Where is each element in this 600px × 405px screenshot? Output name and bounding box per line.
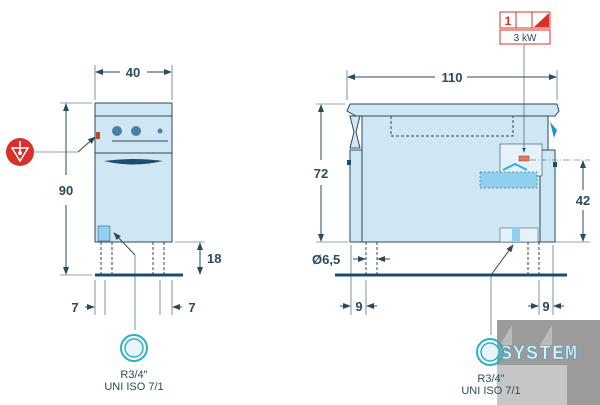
side-lid bbox=[346, 103, 560, 117]
power-rating: 3 kW bbox=[514, 33, 537, 44]
front-right-offset-dim: 7 bbox=[188, 300, 195, 315]
phase-icon bbox=[534, 13, 549, 27]
front-connection-thread: R3/4" bbox=[120, 369, 147, 381]
side-connection-thread: R3/4" bbox=[477, 373, 504, 385]
front-height-dim: 90 bbox=[59, 183, 73, 198]
heater-element bbox=[518, 155, 530, 162]
svg-text:SYSTEM: SYSTEM bbox=[500, 343, 578, 366]
leg-height-dim: 18 bbox=[207, 251, 221, 266]
equipotential-icon bbox=[6, 138, 34, 166]
side-connection-standard: UNI ISO 7/1 bbox=[461, 385, 520, 397]
side-water-connection-icon bbox=[476, 338, 504, 366]
front-width-dim: 40 bbox=[126, 65, 140, 80]
water-connection-icon bbox=[120, 334, 148, 362]
door-handle bbox=[104, 159, 163, 165]
power-label: 1 3 kW bbox=[499, 11, 551, 45]
phase-count: 1 bbox=[505, 14, 512, 28]
side-width-dim: 110 bbox=[442, 70, 463, 85]
inlet-height-dim: 42 bbox=[576, 193, 590, 208]
front-body bbox=[94, 102, 173, 243]
side-height-dim: 72 bbox=[314, 166, 328, 181]
system-watermark-logo: SYSTEM bbox=[497, 320, 600, 405]
side-right-offset-dim: 9 bbox=[542, 299, 549, 314]
water-tank bbox=[479, 171, 538, 189]
front-view: 40 90 18 7 7 R3/4" UNI ISO 7/1 bbox=[6, 65, 221, 393]
electrical-connection-marker bbox=[96, 132, 100, 139]
side-view: 110 72 42 Ø6,5 9 9 1 3 kW R3/4" UNI ISO … bbox=[312, 11, 590, 397]
side-left-offset-dim: 9 bbox=[355, 299, 362, 314]
indicator-light-icon bbox=[157, 128, 163, 134]
front-connection-standard: UNI ISO 7/1 bbox=[104, 381, 163, 393]
control-knob-icon bbox=[131, 126, 141, 136]
front-left-offset-dim: 7 bbox=[71, 300, 78, 315]
diameter-dim: Ø6,5 bbox=[312, 252, 340, 267]
control-knob-icon bbox=[112, 126, 122, 136]
